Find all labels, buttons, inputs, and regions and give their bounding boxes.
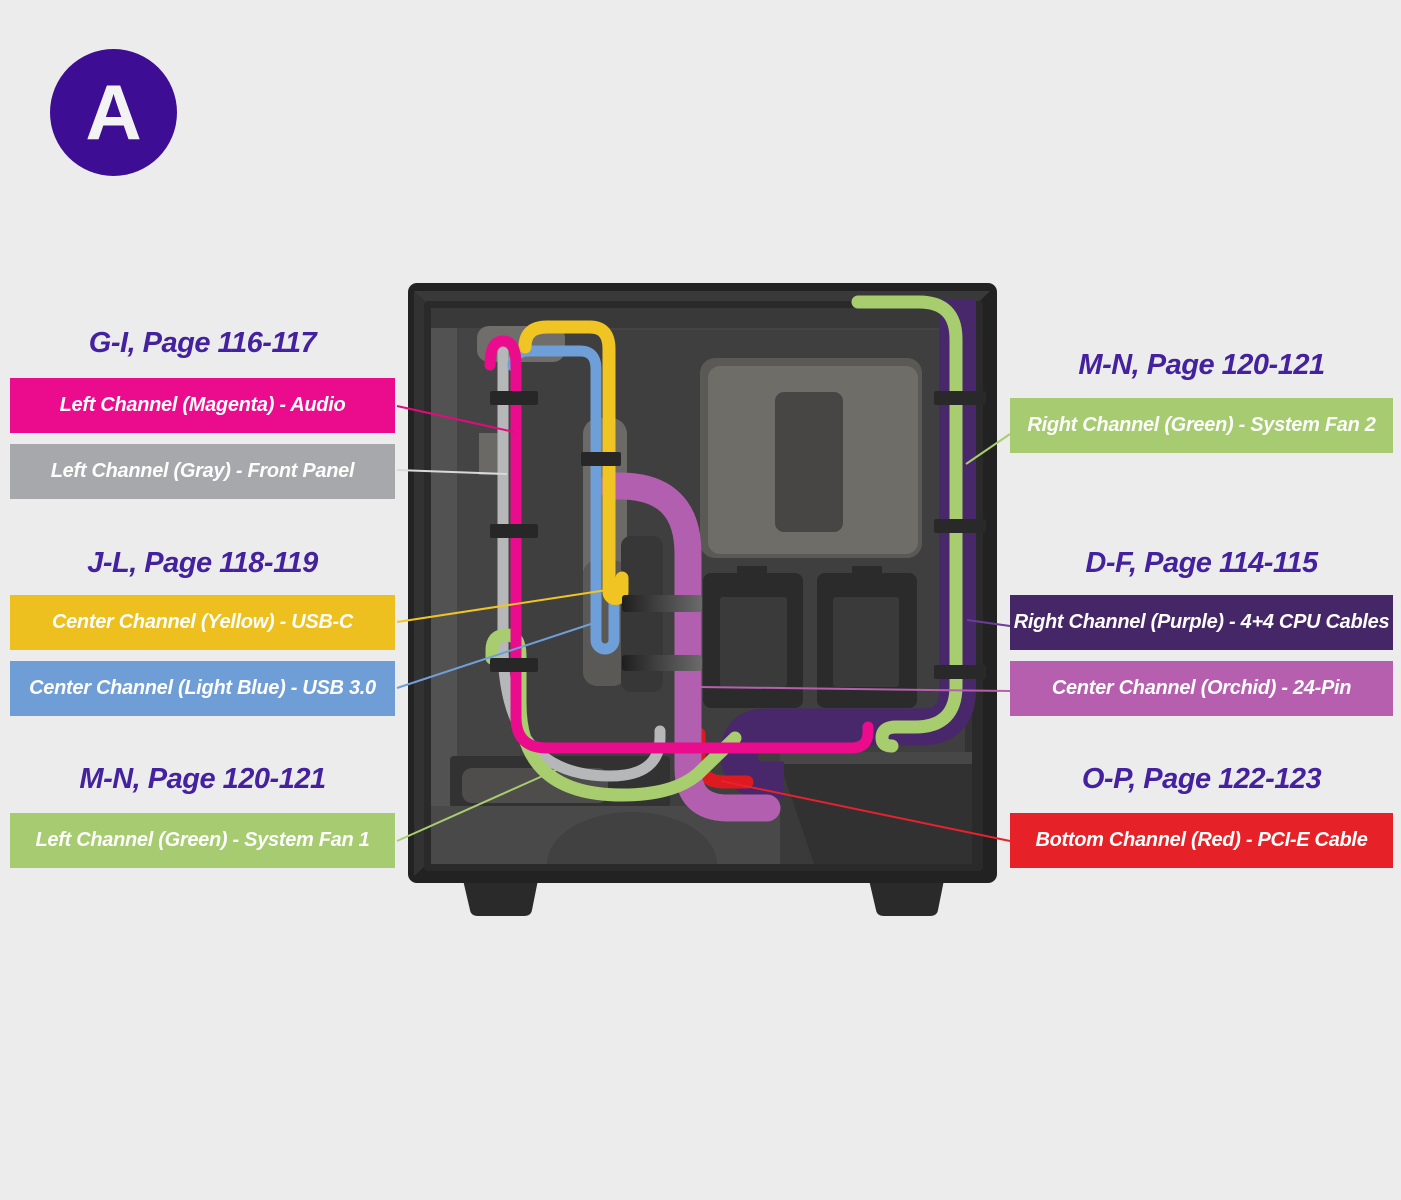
cable-clip xyxy=(490,524,538,538)
section-heading-left-3: M-N, Page 120-121 xyxy=(79,763,326,795)
bottom-light-bar xyxy=(462,768,608,803)
psu-box xyxy=(780,752,972,864)
tag-label: Left Channel (Gray) - Front Panel xyxy=(50,460,355,482)
drive-bay-2-inner xyxy=(833,597,899,687)
cpu-cutout-inner xyxy=(775,392,843,532)
tag-purple-cpu: Right Channel (Purple) - 4+4 CPU Cables xyxy=(1010,595,1393,650)
cable-orchid-24pin xyxy=(598,472,781,822)
tag-yellow-usbc: Center Channel (Yellow) - USB-C xyxy=(10,595,395,650)
drive-bay-tab xyxy=(737,566,767,576)
case-foot-left xyxy=(463,880,538,916)
leader-green-right xyxy=(965,433,1011,465)
interior-top-shade xyxy=(431,308,972,328)
tag-green-fan1: Left Channel (Green) - System Fan 1 xyxy=(10,813,395,868)
section-heading-right-2: D-F, Page 114-115 xyxy=(1085,547,1318,579)
section-heading-left-1: G-I, Page 116-117 xyxy=(88,327,317,359)
step-badge-letter: A xyxy=(85,68,142,156)
cable-gray-front-panel xyxy=(497,344,666,782)
tag-label: Center Channel (Orchid) - 24-Pin xyxy=(1051,677,1352,699)
tag-label: Left Channel (Green) - System Fan 1 xyxy=(35,829,370,851)
leader-blue xyxy=(396,620,601,689)
tag-blue-usb3: Center Channel (Light Blue) - USB 3.0 xyxy=(10,661,395,716)
leader-gray xyxy=(396,469,508,475)
psu-box-top-edge xyxy=(780,752,972,764)
fan-hump xyxy=(547,812,717,864)
section-heading-right-1: M-N, Page 120-121 xyxy=(1078,349,1325,381)
cable-yellow-usbc xyxy=(518,320,629,605)
cable-clip xyxy=(490,658,538,672)
cable-clip xyxy=(934,519,986,533)
cable-magenta-audio xyxy=(484,335,874,754)
tag-orchid-24pin: Center Channel (Orchid) - 24-Pin xyxy=(1010,661,1393,716)
gpu-bracket xyxy=(621,536,663,692)
velcro-strap xyxy=(622,595,702,612)
tag-green-fan2: Right Channel (Green) - System Fan 2 xyxy=(1010,398,1393,453)
cable-green-fan2 xyxy=(851,295,963,753)
cable-clip xyxy=(934,665,986,679)
tag-gray-front-panel: Left Channel (Gray) - Front Panel xyxy=(10,444,395,499)
cable-clip xyxy=(934,391,986,405)
psu-box-shade xyxy=(780,764,814,864)
leader-green-left xyxy=(396,769,557,842)
section-heading-left-2: J-L, Page 118-119 xyxy=(87,547,318,579)
tag-label: Left Channel (Magenta) - Audio xyxy=(59,394,346,416)
cable-clip xyxy=(490,391,538,405)
leader-yellow xyxy=(396,589,608,623)
tag-magenta-audio: Left Channel (Magenta) - Audio xyxy=(10,378,395,433)
tag-red-pcie: Bottom Channel (Red) - PCI-E Cable xyxy=(1010,813,1393,868)
drive-bay-tab xyxy=(852,566,882,576)
drive-bay-1-inner xyxy=(720,597,787,687)
tag-label: Center Channel (Light Blue) - USB 3.0 xyxy=(29,677,376,699)
step-badge: A xyxy=(50,49,177,176)
cable-clip xyxy=(581,452,621,466)
tag-label: Center Channel (Yellow) - USB-C xyxy=(51,611,354,633)
velcro-strap xyxy=(622,655,702,671)
tag-label: Bottom Channel (Red) - PCI-E Cable xyxy=(1035,829,1368,851)
leader-red xyxy=(720,780,1011,842)
section-heading-right-3: O-P, Page 122-123 xyxy=(1081,763,1322,795)
tag-label: Right Channel (Green) - System Fan 2 xyxy=(1027,414,1376,436)
tag-label: Right Channel (Purple) - 4+4 CPU Cables xyxy=(1013,611,1390,633)
leader-magenta xyxy=(396,405,515,433)
case-foot-right xyxy=(869,880,944,916)
leader-orchid xyxy=(699,686,1011,692)
leader-purple xyxy=(966,619,1011,627)
